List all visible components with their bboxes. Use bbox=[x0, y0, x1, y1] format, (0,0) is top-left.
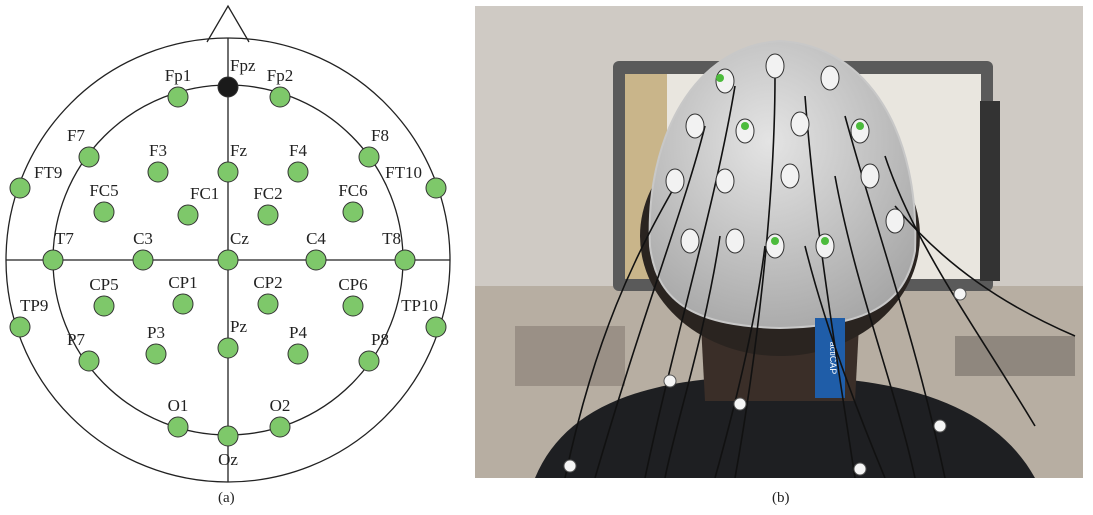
electrode-label-fc5: FC5 bbox=[89, 181, 118, 200]
electrode-label-o1: O1 bbox=[168, 396, 189, 415]
electrode-label-f7: F7 bbox=[67, 126, 85, 145]
electrode-label-cz: Cz bbox=[230, 229, 249, 248]
electrode-label-c3: C3 bbox=[133, 229, 153, 248]
electrode-label-fp1: Fp1 bbox=[165, 66, 191, 85]
electrode-label-c4: C4 bbox=[306, 229, 326, 248]
electrode-label-t8: T8 bbox=[382, 229, 401, 248]
electrode-f3 bbox=[147, 161, 169, 183]
electrode-label-ft10: FT10 bbox=[385, 163, 422, 182]
electrode-o2 bbox=[269, 416, 291, 438]
electrode-label-o2: O2 bbox=[270, 396, 291, 415]
electrode-f4 bbox=[287, 161, 309, 183]
electrode-label-fpz: Fpz bbox=[230, 56, 256, 75]
electrode-cp2 bbox=[257, 293, 279, 315]
electrode-label-cp5: CP5 bbox=[89, 275, 118, 294]
electrode-label-t7: T7 bbox=[55, 229, 74, 248]
electrode-label-tp9: TP9 bbox=[20, 296, 48, 315]
electrode-cp5 bbox=[93, 295, 115, 317]
electrode-label-pz: Pz bbox=[230, 317, 247, 336]
electrode-label-tp10: TP10 bbox=[401, 296, 438, 315]
electrode-p8 bbox=[358, 350, 380, 372]
electrode-c4 bbox=[305, 249, 327, 271]
electrode-fpz bbox=[217, 76, 239, 98]
electrode-label-f3: F3 bbox=[149, 141, 167, 160]
cap-label-text: actiCAP bbox=[828, 342, 838, 375]
electrode-label-f4: F4 bbox=[289, 141, 307, 160]
nose-marker bbox=[206, 4, 250, 43]
electrode-fc2 bbox=[257, 204, 279, 226]
electrode-p4 bbox=[287, 343, 309, 365]
electrode-ft10 bbox=[425, 177, 447, 199]
electrode-t8 bbox=[394, 249, 416, 271]
electrode-p3 bbox=[145, 343, 167, 365]
electrode-fc1 bbox=[177, 204, 199, 226]
electrode-label-p3: P3 bbox=[147, 323, 165, 342]
electrode-oz bbox=[217, 425, 239, 447]
electrode-cp6 bbox=[342, 295, 364, 317]
electrode-p7 bbox=[78, 350, 100, 372]
electrode-label-ft9: FT9 bbox=[34, 163, 62, 182]
electrode-cz bbox=[217, 249, 239, 271]
electrode-f7 bbox=[78, 146, 100, 168]
electrode-label-fz: Fz bbox=[230, 141, 247, 160]
electrode-label-cp1: CP1 bbox=[168, 273, 197, 292]
electrode-label-cp6: CP6 bbox=[338, 275, 367, 294]
electrode-fp1 bbox=[167, 86, 189, 108]
electrode-label-fc1: FC1 bbox=[190, 184, 219, 203]
electrode-pz bbox=[217, 337, 239, 359]
electrode-tp10 bbox=[425, 316, 447, 338]
electrode-label-p8: P8 bbox=[371, 330, 389, 349]
panel-b-caption: (b) bbox=[772, 490, 790, 506]
electrode-label-p7: P7 bbox=[67, 330, 85, 349]
electrode-c3 bbox=[132, 249, 154, 271]
electrode-label-fp2: Fp2 bbox=[267, 66, 293, 85]
electrode-fz bbox=[217, 161, 239, 183]
electrode-fc5 bbox=[93, 201, 115, 223]
electrode-t7 bbox=[42, 249, 64, 271]
electrode-fc6 bbox=[342, 201, 364, 223]
panel-a-caption: (a) bbox=[218, 490, 235, 506]
electrode-label-fc2: FC2 bbox=[253, 184, 282, 203]
eeg-cap-photo: actiCAP bbox=[475, 6, 1083, 478]
electrode-label-oz: Oz bbox=[218, 450, 238, 469]
electrode-label-fc6: FC6 bbox=[338, 181, 367, 200]
electrode-label-f8: F8 bbox=[371, 126, 389, 145]
electrode-fp2 bbox=[269, 86, 291, 108]
electrode-o1 bbox=[167, 416, 189, 438]
electrode-ft9 bbox=[9, 177, 31, 199]
electrode-label-p4: P4 bbox=[289, 323, 307, 342]
electrode-f8 bbox=[358, 146, 380, 168]
electrode-tp9 bbox=[9, 316, 31, 338]
electrode-label-cp2: CP2 bbox=[253, 273, 282, 292]
electrode-cp1 bbox=[172, 293, 194, 315]
person-shoulders bbox=[535, 376, 1035, 478]
